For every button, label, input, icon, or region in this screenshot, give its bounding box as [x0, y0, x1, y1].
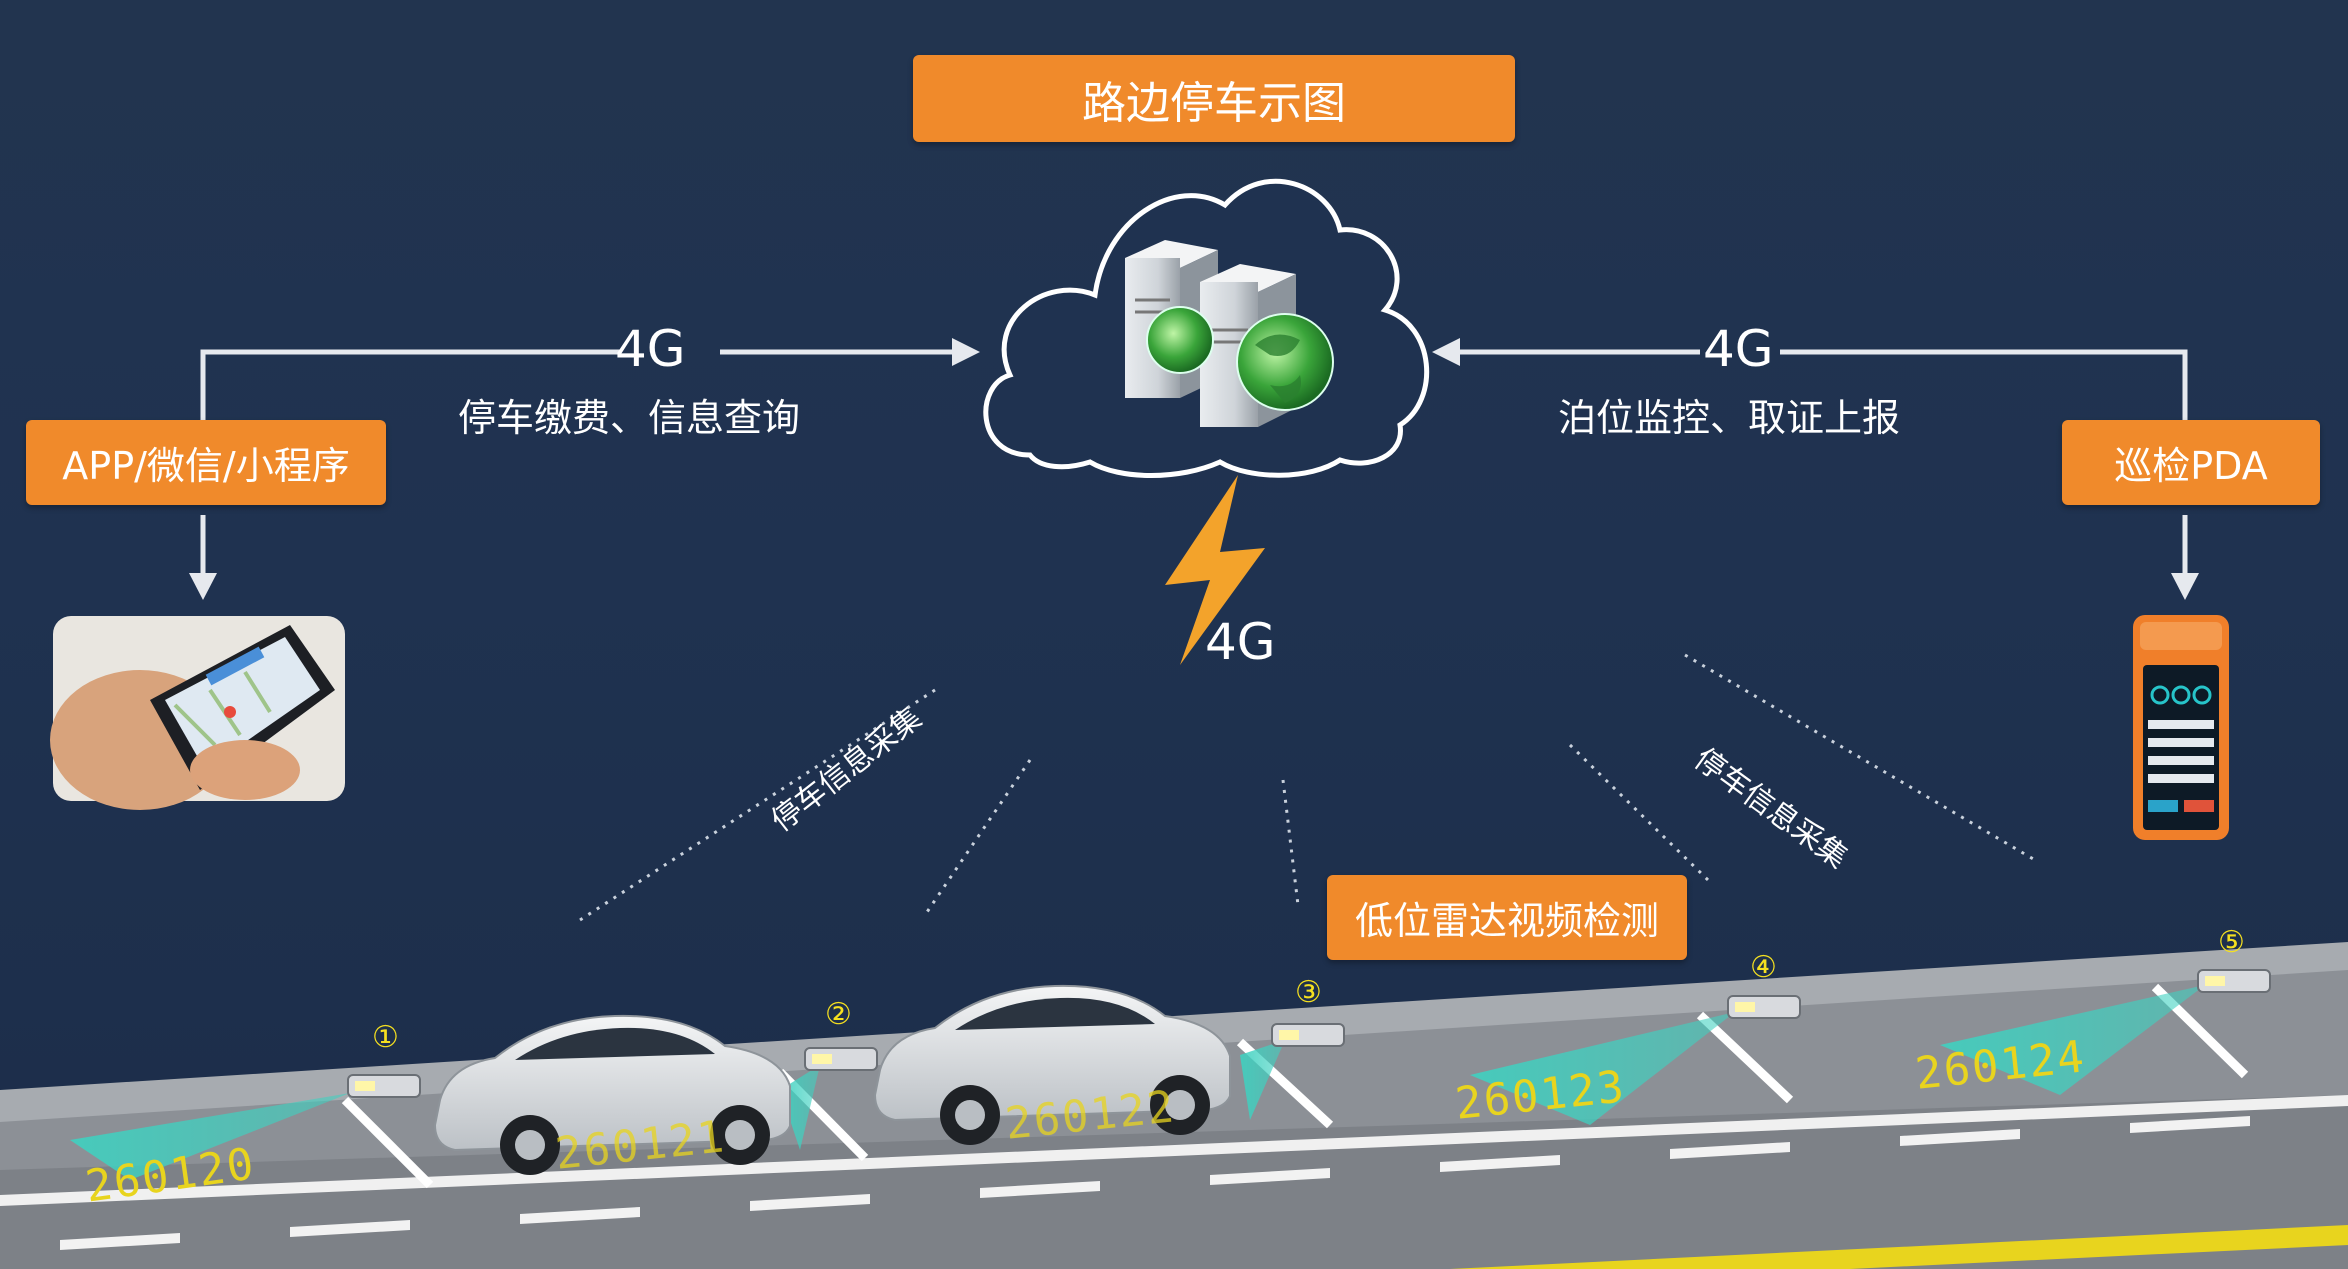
arrow-head-to-cloud-left [952, 338, 980, 366]
right-link-description: 泊位监控、取证上报 [1558, 396, 1901, 440]
globe-icon [1146, 306, 1214, 374]
left-link-description: 停车缴费、信息查询 [458, 396, 801, 440]
lightning-network-label: 4G [1205, 613, 1276, 671]
globe-icon [1236, 313, 1334, 411]
right-network-label: 4G [1703, 320, 1774, 378]
radar-beams [70, 985, 2205, 1180]
sensor-number-1: ① [372, 1020, 399, 1055]
app-box-label: APP/微信/小程序 [62, 444, 350, 488]
car-icon [873, 984, 1231, 1145]
page-title: 路边停车示图 [1082, 77, 1346, 129]
sensor-number-4: ④ [1750, 950, 1777, 985]
sensor-number-5: ⑤ [2218, 925, 2245, 960]
lightning-icon [1165, 475, 1265, 665]
detection-box-label: 低位雷达视频检测 [1354, 899, 1659, 943]
pda-device [2133, 615, 2229, 840]
radar-sensor-icon [2197, 969, 2271, 993]
radar-sensor-icon [347, 1074, 421, 1098]
app-wechat-miniprogram-box: APP/微信/小程序 [26, 420, 386, 505]
sensor-number-2: ② [825, 997, 852, 1032]
left-connector [200, 349, 955, 575]
radar-sensor-icon [804, 1047, 878, 1071]
arrow-head-to-pda [2171, 573, 2199, 600]
arrow-head-to-cloud-right [1432, 338, 1460, 366]
signal-dotted-lines [579, 653, 2036, 922]
arrow-head-to-phone [189, 573, 217, 600]
patrol-pda-box: 巡检PDA [2062, 420, 2320, 505]
radar-sensor-icon [1271, 1023, 1345, 1047]
sensor-number-3: ③ [1295, 975, 1322, 1010]
car-icon [433, 1014, 791, 1175]
title-box: 路边停车示图 [913, 55, 1515, 142]
radar-sensor-icon [1727, 995, 1801, 1019]
low-radar-video-detection-box: 低位雷达视频检测 [1327, 875, 1687, 960]
left-network-label: 4G [615, 320, 686, 378]
lane-dashes [60, 1116, 2250, 1250]
phone-map-photo [50, 616, 345, 810]
right-connector [1460, 349, 2188, 575]
pda-box-label: 巡检PDA [2114, 444, 2268, 488]
